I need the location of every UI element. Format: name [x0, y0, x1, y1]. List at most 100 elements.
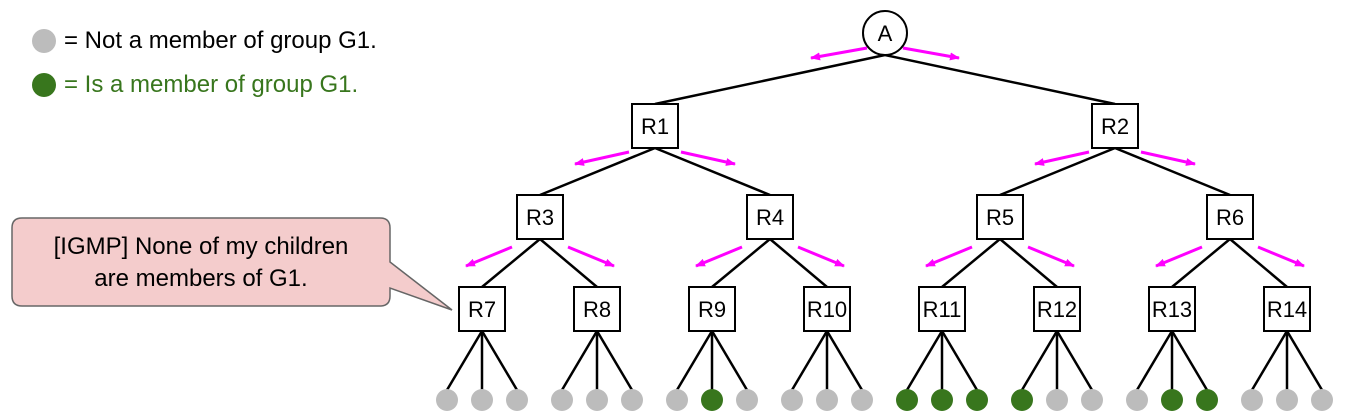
prune-arrow — [1140, 150, 1196, 166]
tree-edge — [539, 238, 598, 288]
legend-member-label: = Is a member of group G1. — [64, 71, 359, 98]
router-node — [458, 286, 506, 332]
router-node — [688, 286, 736, 332]
tree-edge — [481, 238, 541, 288]
non-member-host — [621, 389, 643, 411]
router-label: R8 — [583, 297, 611, 322]
tree-edge — [1171, 238, 1231, 288]
router-node — [573, 286, 621, 332]
callout-bubble: [IGMP] None of my children are members o… — [11, 217, 453, 311]
prune-arrows — [465, 46, 1305, 268]
tree-edge — [1055, 330, 1094, 391]
router-node — [631, 103, 679, 149]
legend-not-member-label: = Not a member of group G1. — [64, 27, 377, 54]
prune-arrow — [1155, 245, 1203, 268]
non-member-host — [781, 389, 803, 411]
legend-not-member: = Not a member of group G1. — [32, 27, 377, 55]
non-member-host — [586, 389, 608, 411]
router-label: R10 — [807, 297, 847, 322]
member-host — [1196, 389, 1218, 411]
callout-shape — [11, 217, 453, 311]
member-host — [1161, 389, 1183, 411]
router-label: R3 — [526, 205, 554, 230]
tree-edge — [999, 238, 1058, 288]
tree-edge — [940, 330, 979, 391]
router-node — [1206, 194, 1254, 240]
green-dot-icon — [32, 73, 56, 97]
hosts — [436, 389, 1333, 411]
prune-arrow — [925, 245, 973, 268]
router-node — [803, 286, 851, 332]
non-member-host — [1081, 389, 1103, 411]
router-node — [1148, 286, 1196, 332]
tree-edge — [654, 146, 771, 197]
tree-edge — [769, 238, 828, 288]
legend-member: = Is a member of group G1. — [32, 71, 358, 99]
router-node — [1033, 286, 1081, 332]
prune-arrow — [1034, 150, 1090, 166]
tree-edge — [595, 330, 634, 391]
router-node — [1263, 286, 1311, 332]
non-member-host — [471, 389, 493, 411]
non-member-host — [1276, 389, 1298, 411]
grey-dot-icon — [32, 29, 56, 53]
non-member-host — [1046, 389, 1068, 411]
router-label: R1 — [641, 114, 669, 139]
router-label: R6 — [1216, 205, 1244, 230]
non-member-host — [506, 389, 528, 411]
tree-edge — [560, 330, 599, 391]
prune-arrow — [567, 245, 615, 268]
router-label: R14 — [1267, 297, 1307, 322]
non-member-host — [851, 389, 873, 411]
tree-edge — [539, 146, 656, 197]
tree-edge — [675, 330, 714, 391]
member-host — [931, 389, 953, 411]
tree-edges — [445, 53, 1324, 391]
tree-edge — [1020, 330, 1059, 391]
tree-edge — [1250, 330, 1289, 391]
router-label: R4 — [756, 205, 784, 230]
prune-arrow — [1027, 245, 1075, 268]
member-host — [966, 389, 988, 411]
non-member-host — [436, 389, 458, 411]
non-member-host — [551, 389, 573, 411]
tree-edge — [445, 330, 484, 391]
member-host — [1011, 389, 1033, 411]
prune-arrow — [680, 150, 736, 166]
member-host — [896, 389, 918, 411]
prune-arrow — [574, 150, 630, 166]
router-node — [918, 286, 966, 332]
router-label: R9 — [698, 297, 726, 322]
router-node — [516, 194, 564, 240]
prune-arrow — [810, 46, 868, 61]
callout-line-1: [IGMP] None of my children — [54, 233, 349, 260]
root-label: A — [878, 21, 893, 46]
tree-edge — [654, 53, 886, 106]
router-node — [976, 194, 1024, 240]
prune-arrow — [695, 245, 743, 268]
tree-edge — [884, 53, 1116, 106]
router-node — [1091, 103, 1139, 149]
router-label: R5 — [986, 205, 1014, 230]
prune-arrow — [1257, 245, 1305, 268]
callout-line-2: are members of G1. — [94, 265, 307, 292]
tree-edge — [711, 238, 771, 288]
non-member-host — [1311, 389, 1333, 411]
prune-arrow — [797, 245, 845, 268]
tree-edge — [1170, 330, 1209, 391]
tree-edge — [1135, 330, 1174, 391]
router-label: R13 — [1152, 297, 1192, 322]
prune-arrow — [902, 46, 960, 61]
tree-edge — [941, 238, 1001, 288]
non-member-host — [1241, 389, 1263, 411]
tree-edge — [905, 330, 944, 391]
router-label: R11 — [923, 297, 962, 322]
router-node — [746, 194, 794, 240]
non-member-host — [1126, 389, 1148, 411]
tree-edge — [1285, 330, 1324, 391]
non-member-host — [736, 389, 758, 411]
root-node — [862, 10, 908, 56]
tree-edge — [1114, 146, 1231, 197]
